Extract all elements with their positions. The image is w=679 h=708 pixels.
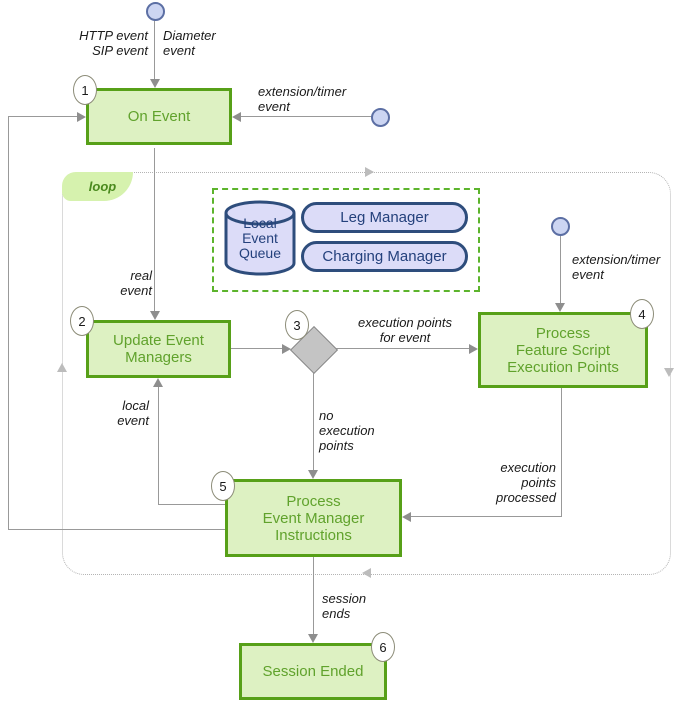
edge-local-event-horizontal (158, 504, 225, 505)
edge-session-ends (313, 557, 314, 634)
start-node-extension-timer-icon (371, 108, 390, 127)
edge-points-processed-horizontal (411, 516, 562, 517)
label-extension-timer-event-2: extension/timer event (572, 252, 661, 282)
step-badge-6: 6 (371, 632, 395, 662)
loop-direction-up-icon (57, 363, 67, 372)
edge-extension-timer-to-feature (560, 234, 561, 303)
arrowhead-into-feature-top-icon (555, 303, 565, 312)
node-leg-manager-label: Leg Manager (340, 209, 429, 226)
node-process-event-manager-instructions: Process Event Manager Instructions (225, 479, 402, 557)
node-update-label-line1: Update Event (113, 332, 204, 349)
node-local-event-queue-label: Local Event Queue (238, 215, 282, 261)
loop-direction-right-icon (365, 167, 374, 177)
node-leg-manager: Leg Manager (301, 202, 468, 233)
edge-local-event-vertical (158, 387, 159, 505)
arrowhead-into-on-event-left-icon (77, 112, 86, 122)
arrowhead-into-instructions-top-icon (308, 470, 318, 479)
node-local-event-queue: Local Event Queue (223, 199, 297, 277)
start-node-diameter-icon (146, 2, 165, 21)
cylinder-icon (224, 200, 296, 276)
node-feature-label-line2: Feature Script (515, 341, 611, 359)
step-badge-2: 2 (70, 306, 94, 336)
arrowhead-into-feature-left-icon (469, 344, 478, 354)
arrowhead-into-update-top-icon (150, 311, 160, 320)
loop-direction-left-icon (362, 568, 371, 578)
node-charging-manager: Charging Manager (301, 241, 468, 272)
node-instructions-label-line1: Process (286, 492, 341, 510)
label-execution-points-processed: execution points processed (496, 460, 556, 505)
arrowhead-into-on-event-right-icon (232, 112, 241, 122)
label-real-event: real event (120, 268, 152, 298)
node-feature-label-line1: Process (535, 324, 591, 342)
step-badge-4: 4 (630, 299, 654, 329)
step-badge-1: 1 (73, 75, 97, 105)
step-badge-3: 3 (285, 310, 309, 340)
label-local-event: local event (117, 398, 149, 428)
node-on-event: On Event (86, 88, 232, 145)
label-execution-points-for-event: execution points for event (358, 315, 452, 345)
arrowhead-into-on-event-top-icon (150, 79, 160, 88)
edge-execution-points-for-event (335, 348, 469, 349)
label-http-sip-event: HTTP event SIP event (79, 28, 148, 58)
step-badge-5: 5 (211, 471, 235, 501)
node-update-event-managers: Update Event Managers (86, 320, 231, 378)
arrowhead-into-session-ended-icon (308, 634, 318, 643)
edge-feedback-from-instructions (8, 529, 225, 530)
label-session-ends: session ends (322, 591, 367, 621)
edge-extension-timer-to-on-event (241, 116, 372, 117)
node-process-feature-script: Process Feature Script Execution Points (478, 312, 648, 388)
node-on-event-label: On Event (127, 108, 191, 125)
start-node-extension-timer2-icon (551, 217, 570, 236)
node-update-label-line2: Managers (125, 349, 192, 366)
edge-diameter-event (154, 19, 155, 79)
edge-points-processed-vertical (561, 388, 562, 517)
event-managers-group (212, 188, 480, 292)
node-session-ended-label: Session Ended (262, 663, 364, 680)
label-no-execution-points: no execution points (319, 408, 375, 453)
loop-direction-down-icon (664, 368, 674, 377)
node-feature-label-line3: Execution Points (507, 358, 619, 376)
arrowhead-into-update-bottom-icon (153, 378, 163, 387)
edge-update-to-decision (231, 348, 282, 349)
edge-real-event (154, 148, 155, 311)
edge-no-execution-points (313, 371, 314, 470)
node-session-ended: Session Ended (239, 643, 387, 700)
loop-frame-label: loop (88, 179, 117, 194)
arrowhead-into-instructions-right-icon (402, 512, 411, 522)
label-extension-timer-event: extension/timer event (258, 84, 347, 114)
arrowhead-into-decision-icon (282, 344, 291, 354)
edge-feedback-to-on-event (8, 116, 77, 117)
node-charging-manager-label: Charging Manager (322, 248, 447, 265)
node-instructions-label-line3: Instructions (275, 526, 352, 544)
label-diameter-event: Diameter event (163, 28, 216, 58)
edge-feedback-left-vertical (8, 117, 9, 530)
node-instructions-label-line2: Event Manager (262, 509, 365, 527)
